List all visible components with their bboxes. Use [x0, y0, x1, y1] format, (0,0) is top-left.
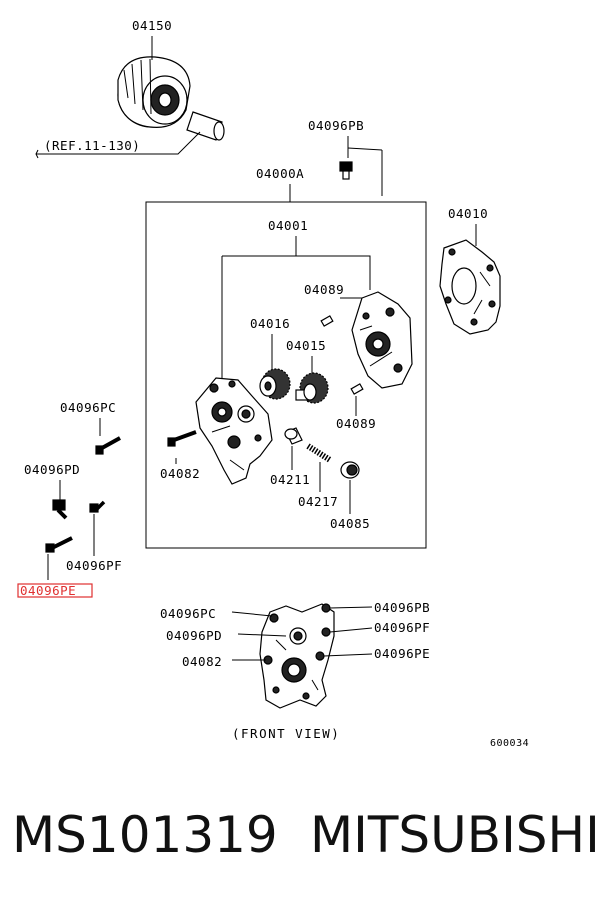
pump-body-left[interactable]: [195, 377, 273, 485]
label-04085[interactable]: 04085: [330, 516, 370, 531]
spring-04217[interactable]: [306, 443, 332, 463]
label-04089-top[interactable]: 04089: [304, 282, 344, 297]
label-04096pe-left[interactable]: 04096PE: [20, 583, 76, 598]
label-04016[interactable]: 04016: [250, 316, 290, 331]
label-04096pe-front[interactable]: 04096PE: [374, 646, 430, 661]
bolt-04096pf[interactable]: [89, 500, 106, 513]
label-04089-bot[interactable]: 04089: [336, 416, 376, 431]
bolt-04096pb[interactable]: [339, 161, 353, 180]
gasket-04010[interactable]: [439, 239, 501, 335]
gear-04015[interactable]: [295, 372, 329, 404]
label-04000a[interactable]: 04000A: [256, 166, 304, 181]
ref-label[interactable]: (REF.11-130): [44, 138, 140, 153]
filter-pipe: [186, 111, 225, 141]
assembly-box: [145, 201, 427, 549]
bolt-04096pd[interactable]: [52, 499, 68, 520]
label-04082-front[interactable]: 04082: [182, 654, 222, 669]
label-04211[interactable]: 04211: [270, 472, 310, 487]
parts-diagram: 04150 (REF.11-130) 04096PB 04000A 04001 …: [17, 18, 529, 749]
diagram-id: 600034: [490, 738, 529, 749]
gear-04016[interactable]: [259, 368, 291, 400]
part-caption: MS101319 MITSUBISHI: [0, 800, 600, 880]
label-04096pd-left[interactable]: 04096PD: [24, 462, 80, 477]
plug-04085[interactable]: [340, 461, 360, 479]
part-number: MS101319: [12, 806, 278, 864]
bolt-04082[interactable]: [167, 430, 197, 447]
label-04096pf-front[interactable]: 04096PF: [374, 620, 430, 635]
label-04217[interactable]: 04217: [298, 494, 338, 509]
front-view-assembly[interactable]: [259, 603, 335, 709]
label-04001[interactable]: 04001: [268, 218, 308, 233]
bolt-04096pe[interactable]: [45, 536, 73, 553]
pump-cover-right[interactable]: [351, 291, 413, 389]
label-04082-mid[interactable]: 04082: [160, 466, 200, 481]
label-04096pc-left[interactable]: 04096PC: [60, 400, 116, 415]
pin-04089-bot[interactable]: [350, 383, 364, 395]
brand-name: MITSUBISHI: [310, 806, 600, 864]
label-04096pb-top[interactable]: 04096PB: [308, 118, 364, 133]
oil-filter[interactable]: [117, 56, 191, 128]
label-04150[interactable]: 04150: [132, 18, 172, 33]
pin-04089-top[interactable]: [320, 315, 334, 327]
label-04010[interactable]: 04010: [448, 206, 488, 221]
bolt-04096pc[interactable]: [95, 436, 121, 455]
label-04096pb-front[interactable]: 04096PB: [374, 600, 430, 615]
label-04096pc-front[interactable]: 04096PC: [160, 606, 216, 621]
label-04096pf-left[interactable]: 04096PF: [66, 558, 122, 573]
front-view-caption: (FRONT VIEW): [232, 726, 340, 741]
label-04096pe-left-highlight[interactable]: 04096PE: [17, 583, 93, 598]
label-04096pd-front[interactable]: 04096PD: [166, 628, 222, 643]
label-04015[interactable]: 04015: [286, 338, 326, 353]
sleeve-04211[interactable]: [284, 427, 303, 445]
